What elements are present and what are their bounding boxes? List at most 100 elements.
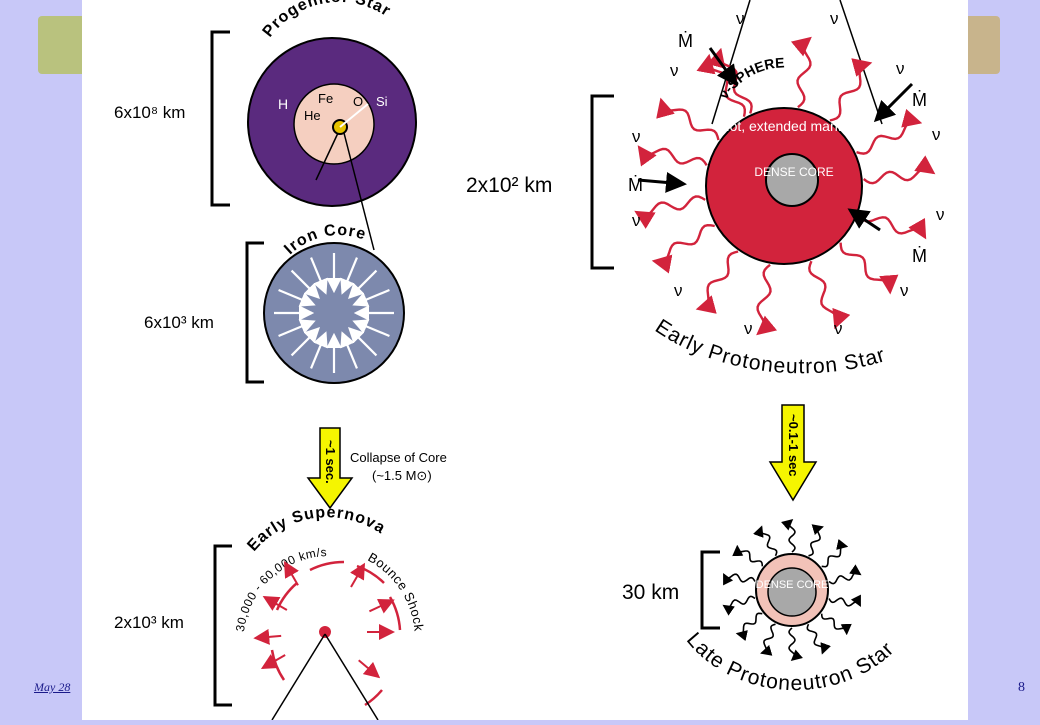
late-neutrino-ray [732,544,764,567]
mantle-label: Hot, extended mantle [719,118,852,134]
dense-core-label: DENSE CORE [754,165,833,179]
late-pns-dense-core [767,567,817,617]
shock-arrow [368,598,395,614]
neutrino-label: ν [736,9,745,28]
progenitor-scale-bracket [210,30,230,207]
late-pns-scale-bracket [700,550,720,630]
transition-time: ~0.1-1 sec [786,414,801,477]
late-neutrino-ray [760,623,776,656]
bounce-shock-label: Bounce Shock [366,549,427,632]
mass-accretion-arrows: Ṁ Ṁ Ṁ Ṁ [628,31,927,266]
mdot-label: Ṁ [678,31,693,51]
mdot-label: Ṁ [912,90,927,110]
neutrino-label: ν [830,9,839,28]
late-neutrino-ray [820,613,852,636]
neutrino-label: ν [834,319,843,338]
infall-arrow [278,289,316,307]
label-o: O [353,94,363,109]
label-fe: Fe [318,91,333,106]
supernova-core [319,626,331,638]
infall-arrow [310,331,328,369]
iron-core-scale: 6x10³ km [144,313,214,332]
neutrino-label: ν [896,59,905,78]
late-neutrino-ray [808,524,824,557]
neutrino-arrow [651,223,715,274]
collapse-caption: Collapse of Core [350,450,447,465]
neutrino-label: ν [744,319,753,338]
bounce-shock-arcs [270,560,402,707]
infall-arrows [274,253,394,373]
infall-arrow [352,289,390,307]
neutrino-label: ν [936,205,945,224]
late-neutrino-ray [828,594,861,608]
neutrino-arrow [856,108,923,155]
infall-arrow [278,319,316,337]
shock-arrow [358,659,381,679]
shock-arrow [262,596,288,611]
late-neutrino-ray [806,623,831,655]
mdot-arrow [708,47,738,87]
page-number: 8 [1018,680,1025,695]
iron-core-scale-bracket [245,241,264,384]
label-he: He [304,108,321,123]
late-neutrino-ray [723,572,756,586]
neutrino-label: ν [674,281,683,300]
late-neutrino-ray [753,525,778,557]
neutrino-arrow [637,145,708,167]
late-neutrino-ray [735,612,763,642]
neutrino-arrow [808,260,851,330]
late-pns-title: Late Protoneutron Star [682,628,899,695]
late-dense-core-label: DENSE CORE [756,579,829,591]
neutrino-arrow [756,263,778,336]
shock-velocity: 30,000 - 60,000 km/s [233,545,327,632]
mdot-arrow [847,208,881,232]
infall-arrow [340,257,358,295]
label-h: H [278,96,288,112]
collapse-time: ~1 sec. [323,440,338,484]
shock-arrow [253,628,282,645]
late-neutrino-ray [788,627,803,662]
neutrino-label: ν [670,61,679,80]
infall-arrow [310,257,328,295]
mdot-label: Ṁ [628,175,643,195]
neutrino-arrow [656,97,720,141]
late-neutrino-ray [828,564,862,585]
infall-arrow [340,331,358,369]
transition-arrow [768,404,818,502]
neutrino-arrow [829,58,873,122]
mdot-label: Ṁ [912,246,927,266]
mdot-arrow [637,171,687,193]
left-diagram-panel: Progenitor Star 6x10⁸ km H Fe He O Si Ir… [82,0,464,721]
neutrino-arrow [862,155,936,185]
neutrino-arrow [790,36,812,109]
late-neutrino-ray [722,595,756,616]
infall-arrow [352,319,390,337]
shock-arrow [260,654,286,669]
late-neutrino-ray [821,538,849,568]
shock-arrows [253,560,395,679]
mdot-arrow [873,82,914,123]
label-si: Si [376,94,388,109]
supernova-scale-bracket [213,544,232,707]
right-diagram-panel: 2x10² km ν-SPHERE Hot, extended mantle D… [464,0,968,720]
late-neutrino-ray [781,518,796,553]
early-pns-dense-core [765,153,819,207]
shock-arrow [350,562,365,588]
neutrino-label: ν [900,281,909,300]
neutrino-label: ν [932,125,941,144]
collapse-arrow [306,427,354,510]
collapse-mass: (~1.5 M⊙) [372,468,432,483]
neutrino-label: ν [632,211,641,230]
neutrino-arrow [634,195,706,229]
supernova-scale: 2x10³ km [114,613,184,632]
shock-arrow [284,560,299,586]
neutrino-arrow [858,212,927,240]
early-pns-title: Early Protoneutron Star [651,315,888,378]
neutrino-arrow [695,250,739,314]
early-pns-scale-bracket [590,94,614,270]
neutrino-arrow [839,242,899,295]
late-pns-scale: 30 km [622,581,679,604]
late-neutrino-rays [722,518,862,662]
progenitor-scale: 6x10⁸ km [114,103,185,122]
